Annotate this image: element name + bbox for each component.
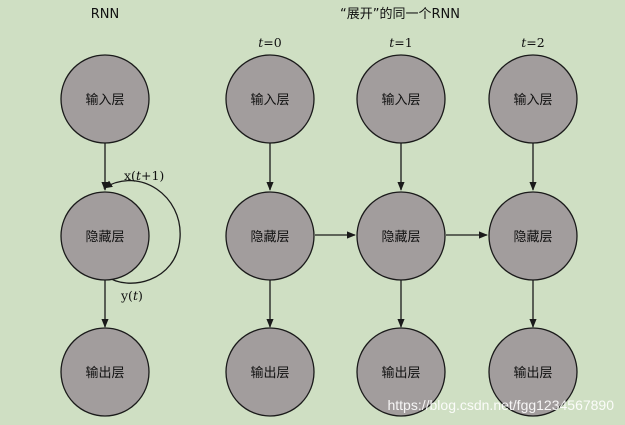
loop-input-label: x(t+1) — [124, 168, 164, 183]
t0-input-node: 输入层 — [225, 54, 315, 144]
t1-hidden-label: 隐藏层 — [381, 230, 420, 245]
t0-output-label: 输出层 — [250, 365, 289, 381]
t1-input-label: 输入层 — [381, 92, 420, 108]
rnn-output-node: 输出层 — [60, 327, 150, 417]
time-step-label-1: t=1 — [389, 35, 412, 50]
t0-output-node: 输出层 — [225, 327, 315, 417]
t1-output-label: 输出层 — [381, 365, 420, 381]
t1-input-node: 输入层 — [356, 54, 446, 144]
rnn-hidden-node: 隐藏层 — [60, 191, 150, 281]
time-step-label-2: t=2 — [521, 35, 544, 50]
unrolled-rnn-title: “展开”的同一个RNN — [340, 6, 460, 22]
t2-output-node: 输出层 — [488, 327, 578, 417]
rnn-title: RNN — [91, 7, 119, 22]
rnn-output-label: 输出层 — [85, 365, 124, 381]
loop-output-label: y(t) — [120, 288, 143, 303]
t2-input-node: 输入层 — [488, 54, 578, 144]
rnn-input-node: 输入层 — [60, 54, 150, 144]
t2-output-label: 输出层 — [513, 365, 552, 381]
t0-input-label: 输入层 — [250, 92, 289, 108]
t2-input-label: 输入层 — [513, 92, 552, 108]
t0-hidden-label: 隐藏层 — [250, 230, 289, 245]
t2-hidden-node: 隐藏层 — [488, 191, 578, 281]
t0-hidden-node: 隐藏层 — [225, 191, 315, 281]
t2-hidden-label: 隐藏层 — [513, 230, 552, 245]
t1-hidden-node: 隐藏层 — [356, 191, 446, 281]
rnn-recurrent-loop-edge — [103, 179, 181, 284]
t1-output-node: 输出层 — [356, 327, 446, 417]
rnn-input-label: 输入层 — [85, 92, 124, 108]
time-step-label-0: t=0 — [258, 35, 282, 50]
watermark-text: https://blog.csdn.net/fgg1234567890 — [387, 397, 614, 413]
rnn-hidden-label: 隐藏层 — [85, 230, 124, 245]
